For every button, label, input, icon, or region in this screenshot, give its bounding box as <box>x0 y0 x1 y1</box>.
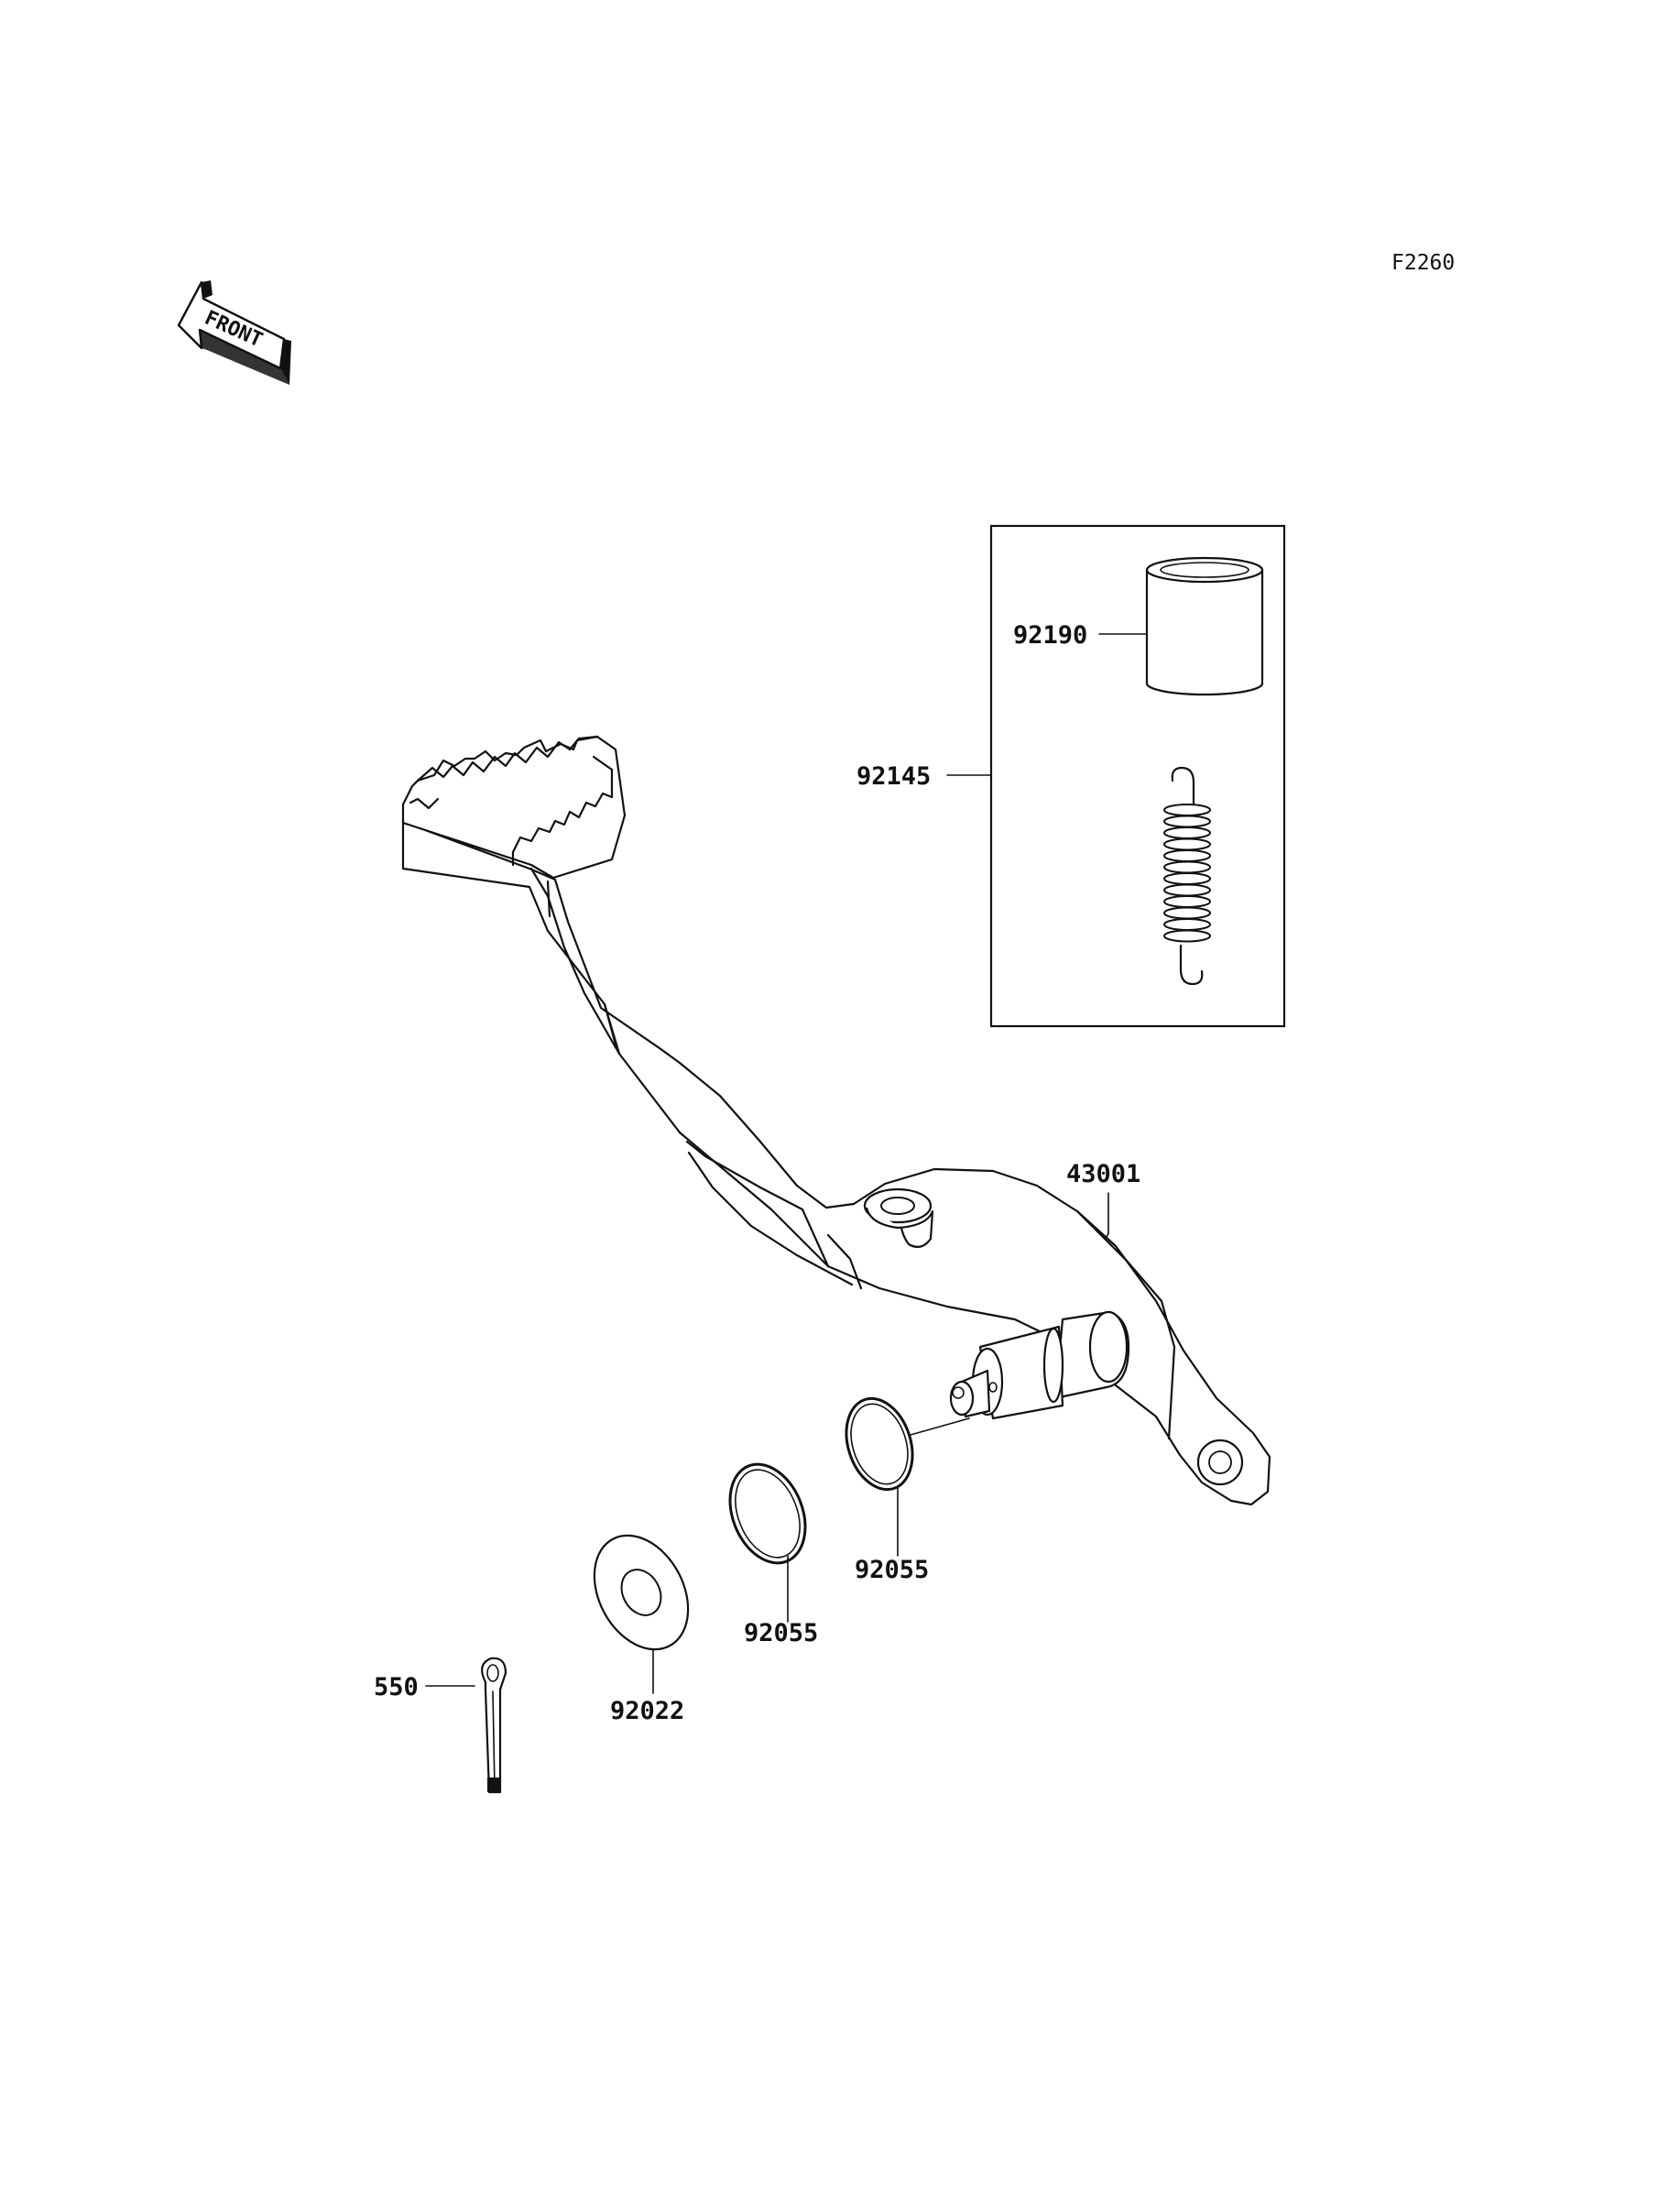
spring-coil <box>1163 860 1211 874</box>
label-92022: 92022 <box>610 1697 684 1725</box>
spring-coil <box>1163 918 1211 931</box>
label-92190: 92190 <box>1013 621 1087 650</box>
label-92145: 92145 <box>856 762 931 791</box>
spring-coil <box>1163 849 1211 862</box>
spring-coil <box>1163 929 1211 943</box>
return-spring <box>1163 766 1211 986</box>
spring-coil <box>1163 804 1211 816</box>
o-ring-outer <box>728 1462 807 1565</box>
kit-box <box>989 524 1286 1028</box>
front-arrow-icon: FRONT <box>177 280 291 385</box>
cotter-pin <box>481 1657 507 1794</box>
washer <box>593 1534 690 1651</box>
leader-pivot-oring <box>910 1417 970 1436</box>
o-ring-inner <box>845 1396 914 1492</box>
label-43001: 43001 <box>1066 1160 1140 1188</box>
label-92055-inner: 92055 <box>855 1556 929 1584</box>
spring-coil <box>1163 895 1211 908</box>
spring-coil <box>1163 837 1211 851</box>
spring-coil <box>1163 906 1211 920</box>
spring-coil <box>1163 883 1211 897</box>
spring-coil <box>1163 815 1211 828</box>
spring-coil <box>1163 826 1211 839</box>
diagram-code: F2260 <box>1391 251 1455 275</box>
label-550: 550 <box>374 1673 419 1701</box>
spring-coil <box>1163 872 1211 885</box>
pipe-collar <box>1145 556 1264 696</box>
label-92055-outer: 92055 <box>744 1619 818 1647</box>
brake-pedal <box>401 735 1271 1506</box>
